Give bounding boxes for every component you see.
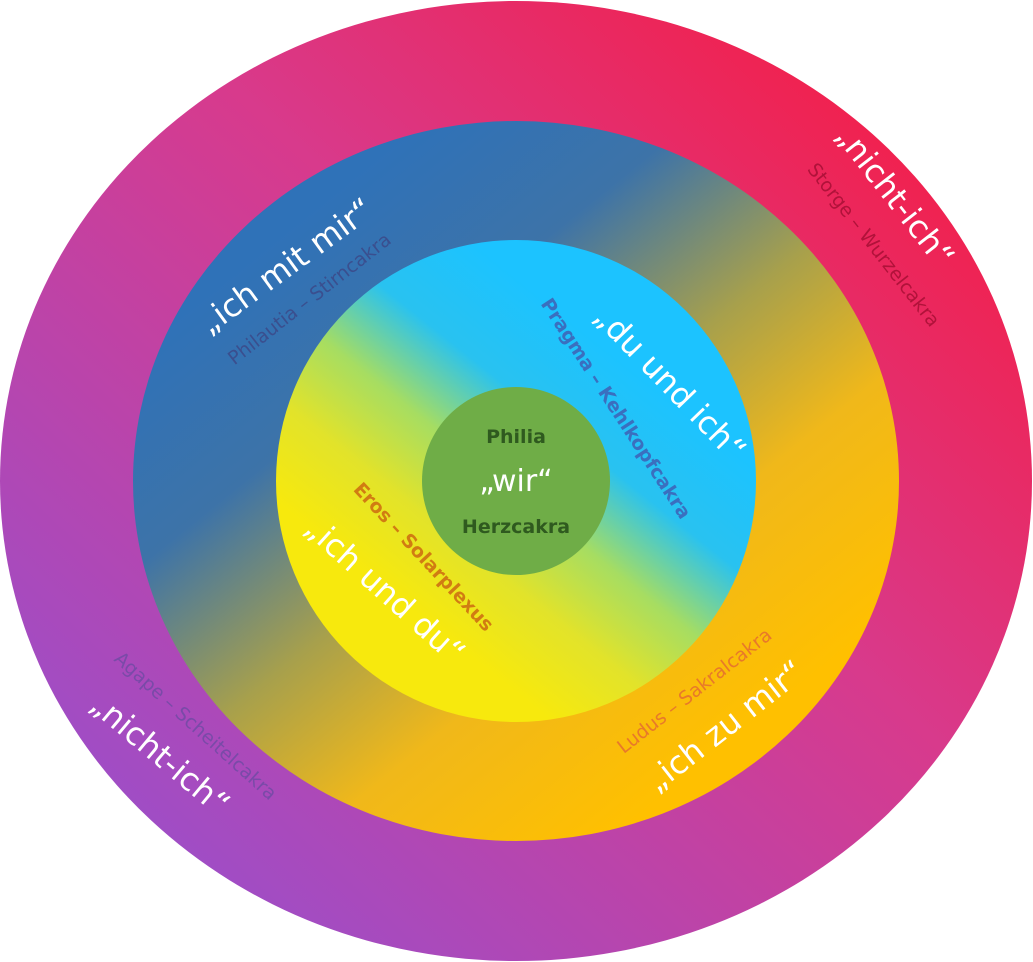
center-bottom-label: Herzcakra [461,516,571,538]
center-circle [422,387,610,575]
center-top-label: Philia [486,426,546,448]
center-middle-label: „wir“ [479,464,553,499]
